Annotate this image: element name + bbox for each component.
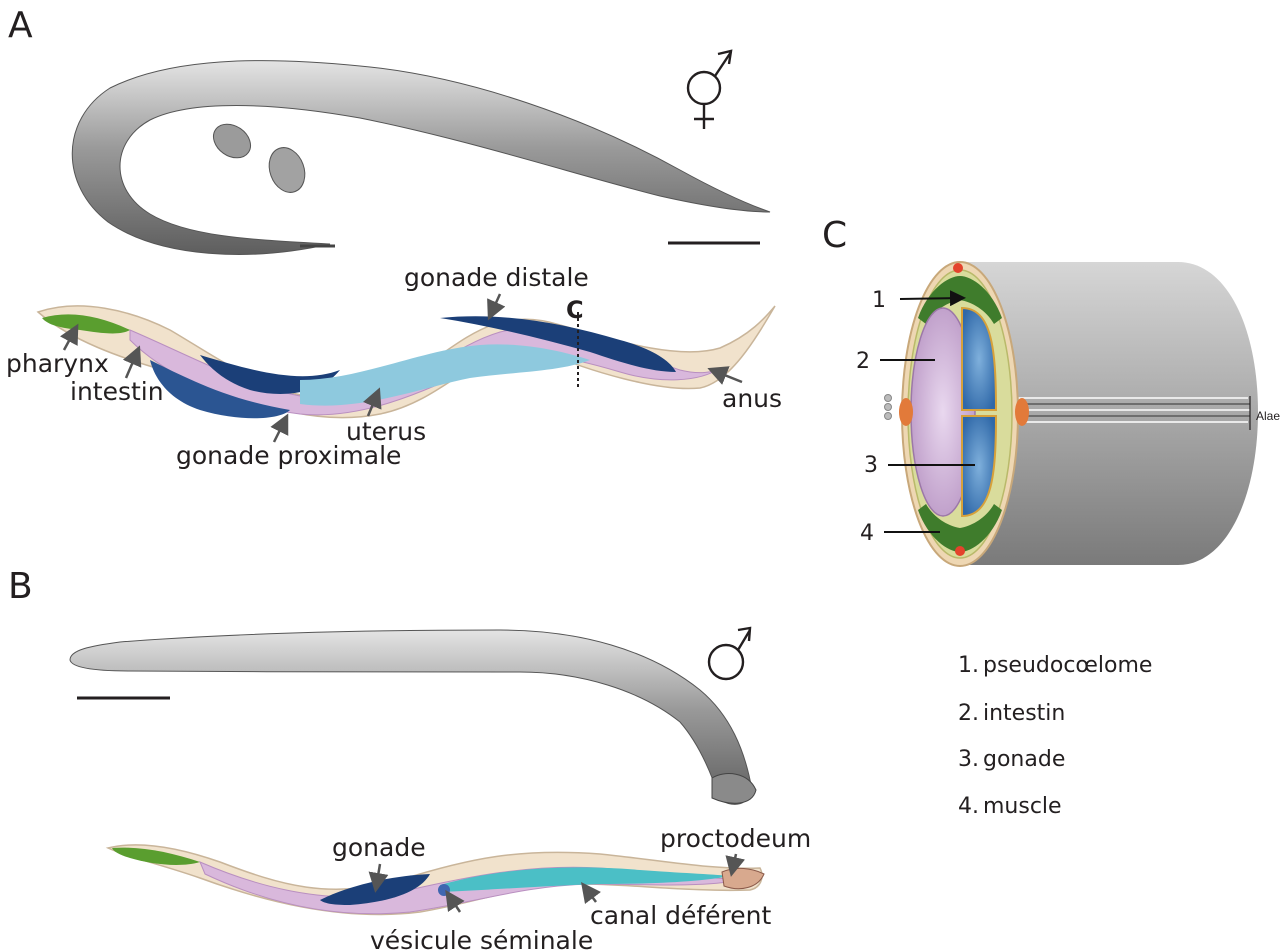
lateral-cord [1015,398,1029,426]
label-proctodeum: proctodeum [660,824,811,853]
egg [207,117,257,165]
label-pharynx: pharynx [6,349,109,378]
nerve-cord [955,546,965,556]
male-micrograph [70,630,756,804]
legend-number: 4. [958,794,979,819]
cross-section-diagram [885,262,1259,566]
legend-item: 3.gonade [958,747,1065,772]
legend-number: 3. [958,747,979,772]
legend-item: 1.pseudocœlome [958,653,1152,678]
section-number-2: 2 [856,349,870,374]
legend-text: gonade [983,747,1065,772]
hermaphrodite-symbol-icon [688,51,731,129]
legend-item: 2.intestin [958,701,1065,726]
panel-label-c: C [822,215,847,256]
nerve-cord [953,263,963,273]
lateral-cord [899,398,913,426]
legend-text: intestin [983,701,1065,726]
legend-text: muscle [983,794,1062,819]
section-number-3: 3 [864,453,878,478]
male-worm-body [70,630,752,804]
section-number-4: 4 [860,521,874,546]
legend-text: pseudocœlome [983,653,1152,678]
legend: 1.pseudocœlome 2.intestin 3.gonade 4.mus… [958,653,1152,819]
egg [263,143,311,198]
legend-number: 2. [958,701,979,726]
label-canal-deferent: canal déférent [590,901,772,930]
label-gonade: gonade [332,833,426,862]
label-intestin-a: intestin [70,377,164,406]
label-gonade-distale: gonade distale [404,263,589,292]
label-section-c: C [566,296,584,324]
label-alae: Alae [1256,409,1280,423]
section-number-1: 1 [872,288,886,313]
label-gonade-proximale: gonade proximale [176,441,401,470]
male-symbol-icon [709,628,750,679]
uterus-shape [300,344,590,405]
panel-label-b: B [8,566,33,607]
hermaphrodite-micrograph [72,61,770,255]
label-anus: anus [722,384,782,413]
legend-number: 1. [958,653,979,678]
label-vesicule-seminale: vésicule séminale [370,926,593,952]
worm-body [72,61,770,255]
legend-item: 4.muscle [958,794,1062,819]
panel-label-a: A [8,5,33,46]
